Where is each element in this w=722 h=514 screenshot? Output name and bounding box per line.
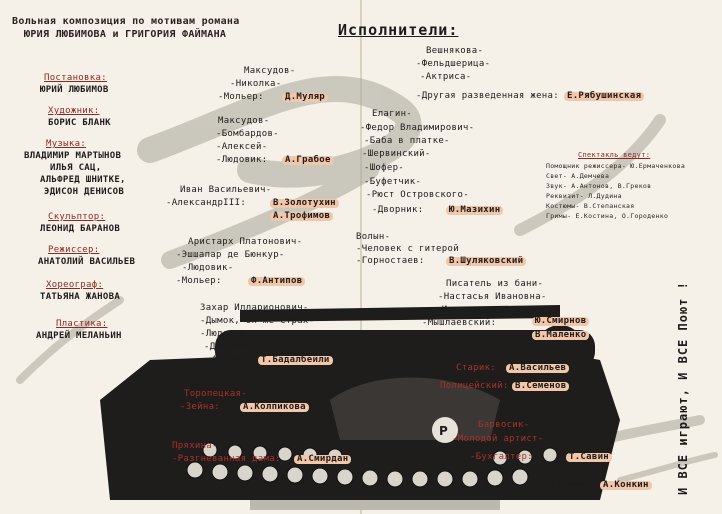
vertical-slogan: И ВСЕ играют, И ВСЕ Поют !: [676, 281, 690, 495]
credit-name: ЮРИЙ ЛЮБИМОВ: [40, 85, 109, 95]
credit-role-sculptor: Скульптор:: [48, 212, 106, 222]
cast-role: -Алексей-: [216, 142, 268, 152]
cast-role: Максудов-: [218, 116, 270, 126]
credit-role-staging: Постановка:: [44, 73, 107, 83]
cast-actor: В.Шуляковский: [446, 257, 527, 266]
cast-role: -Николка-: [230, 79, 282, 89]
credit-name: ЭДИСОН ДЕНИСОВ: [44, 187, 125, 197]
page-fold: [360, 0, 362, 514]
cast-role: -Мольер:: [218, 92, 264, 102]
cast-role: -Людовик-: [200, 329, 252, 339]
staff-line: Костюмы- В.Степанская: [546, 202, 635, 210]
cast-role: Волын-: [356, 232, 391, 242]
cast-role: Старик:: [456, 363, 497, 373]
header-line-1: Вольная композиция по мотивам романа: [12, 16, 240, 27]
cast-role: -Дворник-: [204, 342, 256, 352]
cast-role: -Ипполит-: [436, 305, 488, 315]
credit-role-choreographer: Хореограф:: [46, 280, 104, 290]
cast-role: -Зейна:: [180, 402, 221, 412]
credit-name: ЛЕОНИД БАРАНОВ: [40, 224, 121, 234]
cast-role: Вешнякова-: [426, 46, 484, 56]
cast-role: Торопецкая-: [184, 389, 247, 399]
cast-role: Максудов-: [244, 66, 296, 76]
cast-role: -Федор Владимирович-: [360, 123, 475, 133]
staff-line: Свет- А.Демчева: [546, 172, 610, 180]
cast-actor: А.Трофимов: [270, 212, 334, 221]
cast-actor: А.Васильев: [506, 364, 570, 373]
staff-line: Помощник режиссера- Ю.Ермаченкова: [546, 162, 686, 170]
cast-role: -Мольер:: [176, 276, 222, 286]
credit-role-artist: Художник:: [48, 106, 100, 116]
cast-actor: Ф.Антипов: [248, 277, 306, 286]
credit-name: АНДРЕЙ МЕЛАНЬИН: [36, 331, 122, 341]
cast-actor: Д.Муляр: [282, 93, 329, 102]
header-line-2: ЮРИЯ ЛЮБИМОВА и ГРИГОРИЯ ФАЙМАНА: [24, 29, 227, 40]
cast-role: -Молодой артист-: [452, 434, 544, 444]
credit-name: ИЛЬЯ САЦ,: [50, 163, 102, 173]
credit-name: ВЛАДИМИР МАРТЫНОВ: [24, 151, 122, 161]
cast-actor: А.Смирдан: [294, 455, 352, 464]
cast-actor: В.Семенов: [512, 382, 570, 391]
credit-role-music: Музыка:: [46, 139, 87, 149]
cast-role: -Баба в платке-: [364, 136, 450, 146]
cast-role: -Актриса-: [420, 72, 472, 82]
cast-role: -Шофер-: [364, 163, 405, 173]
cast-role: -Людовик:: [216, 155, 268, 165]
cast-role: -Актер:: [206, 355, 247, 365]
cast-role: Пряхина-: [172, 441, 218, 451]
cast-role: -Буфетчик-: [364, 177, 422, 187]
cast-role: Буфетчик:: [538, 480, 590, 490]
cast-role: Барвосик-: [478, 420, 530, 430]
cast-role: Елагин-: [372, 109, 413, 119]
cast-role: -Разгневанная дама:: [172, 454, 281, 464]
cast-role: -Человек с гитерой: [356, 244, 459, 254]
cast-role: -Настасья Ивановна-: [438, 292, 547, 302]
cast-actor: Е.Рябушинская: [564, 92, 645, 101]
cast-actor: Ю.Мазихин: [446, 206, 504, 215]
performers-title: Исполнители:: [338, 21, 459, 39]
cast-role: -Рюст Островского-: [366, 190, 469, 200]
cast-role: -Эшшапар де Бюнкур-: [176, 250, 285, 260]
staff-title: Спектакль ведут:: [578, 151, 651, 159]
staff-line: Звук- А.Антонов, В.Греков: [546, 182, 652, 190]
staff-line: Гримы- Е.Костина, О.Городенко: [546, 212, 669, 220]
cast-actor: А.Конкин: [600, 481, 652, 490]
cast-role: Полицейский:: [440, 381, 509, 391]
cast-actor: А.Грабое: [282, 156, 334, 165]
credit-name: БОРИС БЛАНК: [48, 118, 111, 128]
cast-actor: В.Золотухин: [270, 199, 339, 208]
cast-role: Иван Васильевич-: [180, 185, 272, 195]
credit-role-plastics: Пластика:: [56, 319, 108, 329]
cast-role: -Бухгалтер:: [470, 452, 533, 462]
cast-role: -Другая разведенная жена:: [416, 91, 559, 101]
cast-role: -Мышлаевский:: [422, 318, 497, 328]
cast-role: -АлександрIII:: [166, 198, 247, 208]
credit-role-director: Режиссер:: [48, 245, 100, 255]
cast-actor: Ю.Смирнов: [532, 317, 590, 326]
cast-actor: В.Маленко: [532, 331, 590, 340]
cast-actor: А.Колпикова: [240, 403, 309, 412]
cast-role: Аристарх Платонович-: [188, 237, 303, 247]
credit-name: АНАТОЛИЙ ВАСИЛЬЕВ: [38, 257, 136, 267]
staff-line: Реквизит- Л.Дудина: [546, 192, 622, 200]
cast-role: -Дворник:: [372, 205, 424, 215]
cast-role: Писатель из бани-: [446, 279, 544, 289]
cast-role: -Людовик-: [182, 263, 234, 273]
credit-name: АЛЬФРЕД ШНИТКЕ,: [40, 175, 126, 185]
cast-actor: Т.Савин: [566, 453, 613, 462]
cast-role: -Дымок, он же Страх-: [200, 316, 315, 326]
cast-role: -Бомбардов-: [216, 129, 279, 139]
cast-role: Захар Илларионович-: [200, 303, 309, 313]
cast-actor: Т.Бадалбейли: [258, 356, 333, 365]
cast-role: -Шервинский-: [362, 149, 431, 159]
cast-role: -Горностаев:: [356, 256, 425, 266]
cast-role: -Фельдшерица-: [416, 59, 491, 69]
svg-text:P: P: [439, 424, 448, 438]
credit-name: ТАТЬЯНА ЖАНОВА: [40, 292, 121, 302]
